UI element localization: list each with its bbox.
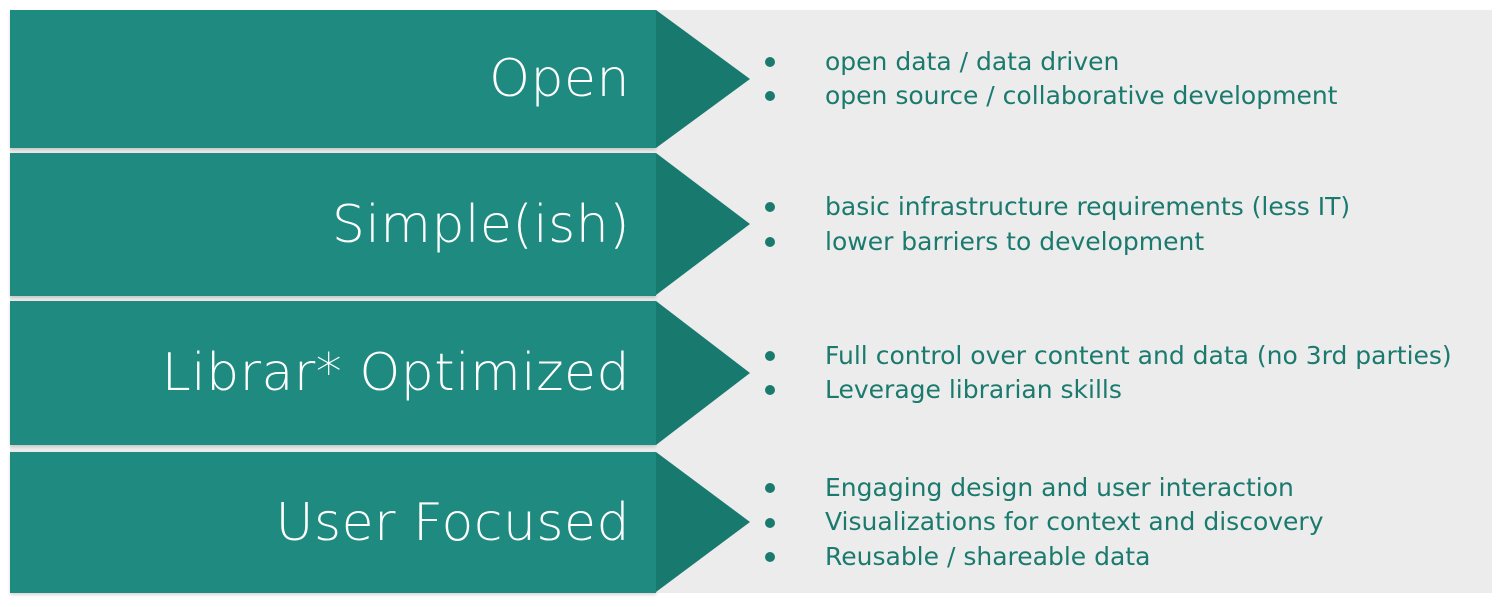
bullet-dot-icon — [765, 236, 775, 247]
chevron-row-simple: Simple(ish) basic infrastructure require… — [10, 153, 1492, 296]
bullet-dot-icon — [765, 385, 775, 396]
list-item: Leverage librarian skills — [765, 373, 1452, 408]
chevron-label: Simple(ish) — [331, 194, 630, 255]
chevron-head-icon — [656, 301, 750, 445]
list-item: basic infrastructure requirements (less … — [765, 190, 1350, 225]
list-item-label: basic infrastructure requirements (less … — [825, 192, 1351, 221]
list-item-label: open source / collaborative development — [825, 81, 1338, 110]
chevron-row-open: Open open data / data driven open source… — [10, 10, 1492, 148]
bullet-dot-icon — [765, 56, 775, 67]
bullet-dot-icon — [765, 483, 775, 493]
chevron-row-user-focused: User Focused Engaging design and user in… — [10, 452, 1492, 593]
bullet-list: Engaging design and user interaction Vis… — [765, 452, 1324, 593]
list-item: lower barriers to development — [765, 225, 1350, 260]
list-item-label: lower barriers to development — [825, 226, 1205, 256]
chevron-body — [10, 10, 656, 148]
list-item: open source / collaborative development — [765, 79, 1337, 114]
list-item-label: Reusable / shareable data — [825, 541, 1151, 571]
chevron-body — [10, 301, 656, 445]
chevron-head-icon — [656, 10, 750, 148]
bullet-dot-icon — [765, 91, 775, 102]
list-item: Visualizations for context and discovery — [765, 505, 1324, 540]
bullet-list: open data / data driven open source / co… — [765, 10, 1337, 148]
list-item: open data / data driven — [765, 45, 1337, 80]
list-item-label: Full control over content and data (no 3… — [825, 340, 1452, 370]
bullet-dot-icon — [765, 350, 775, 361]
chevron-label: Librar* Optimized — [161, 343, 630, 403]
chevron-body — [10, 452, 656, 593]
list-item-label: Engaging design and user interaction — [825, 472, 1294, 502]
bullet-dot-icon — [765, 517, 775, 528]
list-item: Reusable / shareable data — [765, 540, 1324, 575]
bullet-dot-icon — [765, 202, 775, 213]
list-item: Engaging design and user interaction — [765, 471, 1324, 506]
chevron-label: User Focused — [275, 492, 630, 553]
list-item-label: open data / data driven — [825, 46, 1120, 76]
bullet-dot-icon — [765, 552, 775, 562]
list-item-label: Visualizations for context and discovery — [825, 507, 1324, 537]
bullet-list: Full control over content and data (no 3… — [765, 301, 1452, 445]
chevron-head-icon — [656, 452, 750, 592]
bullet-list: basic infrastructure requirements (less … — [765, 153, 1350, 296]
chevron-body — [10, 153, 656, 296]
list-item-label: Leverage librarian skills — [825, 375, 1122, 404]
list-item: Full control over content and data (no 3… — [765, 339, 1452, 374]
chevron-head-icon — [656, 153, 750, 295]
chevron-row-library-optimized: Librar* Optimized Full control over cont… — [10, 301, 1492, 445]
chevron-label: Open — [489, 49, 630, 109]
